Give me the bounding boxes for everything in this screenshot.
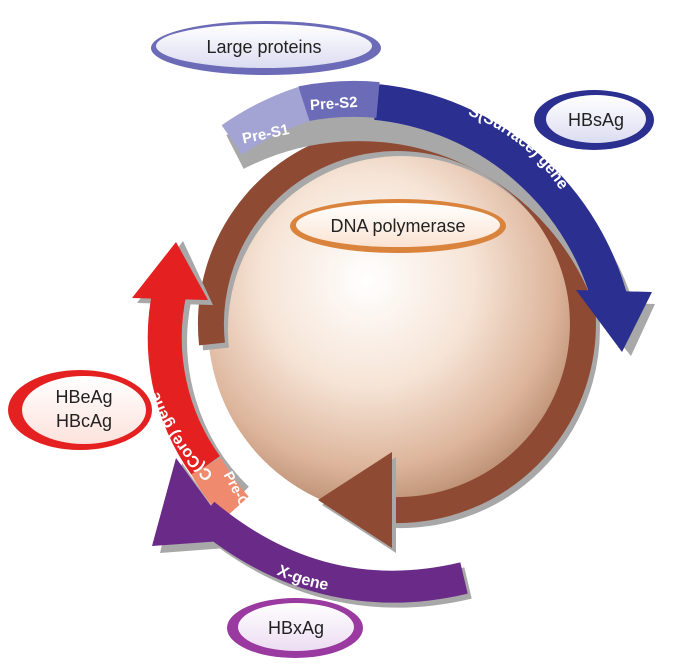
hbxag-oval: HBxAg: [227, 598, 363, 658]
pre-s2-label: Pre-S2: [309, 94, 358, 114]
hbsag-label: HBsAg: [568, 110, 624, 130]
x-gene-arrow: [152, 458, 472, 608]
large-proteins-label: Large proteins: [206, 37, 321, 57]
pre-c-segment: [191, 457, 249, 520]
hbeag-hbcag-oval: HBeAg HBcAg: [8, 370, 152, 450]
hbxag-label: HBxAg: [268, 618, 324, 638]
large-proteins-oval: Large proteins: [151, 21, 381, 75]
s-gene-arrow: [221, 80, 655, 356]
pre-s2-segment: [298, 80, 380, 122]
hbeag-label: HBeAg: [55, 387, 112, 407]
hbcag-label: HBcAg: [56, 411, 112, 431]
dna-polymerase-label: DNA polymerase: [330, 216, 465, 236]
hbsag-oval: HBsAg: [534, 90, 654, 150]
dna-polymerase-oval: DNA polymerase: [290, 199, 506, 253]
core-gene-arrow: [132, 241, 249, 520]
pre-s1-segment: [221, 86, 310, 155]
